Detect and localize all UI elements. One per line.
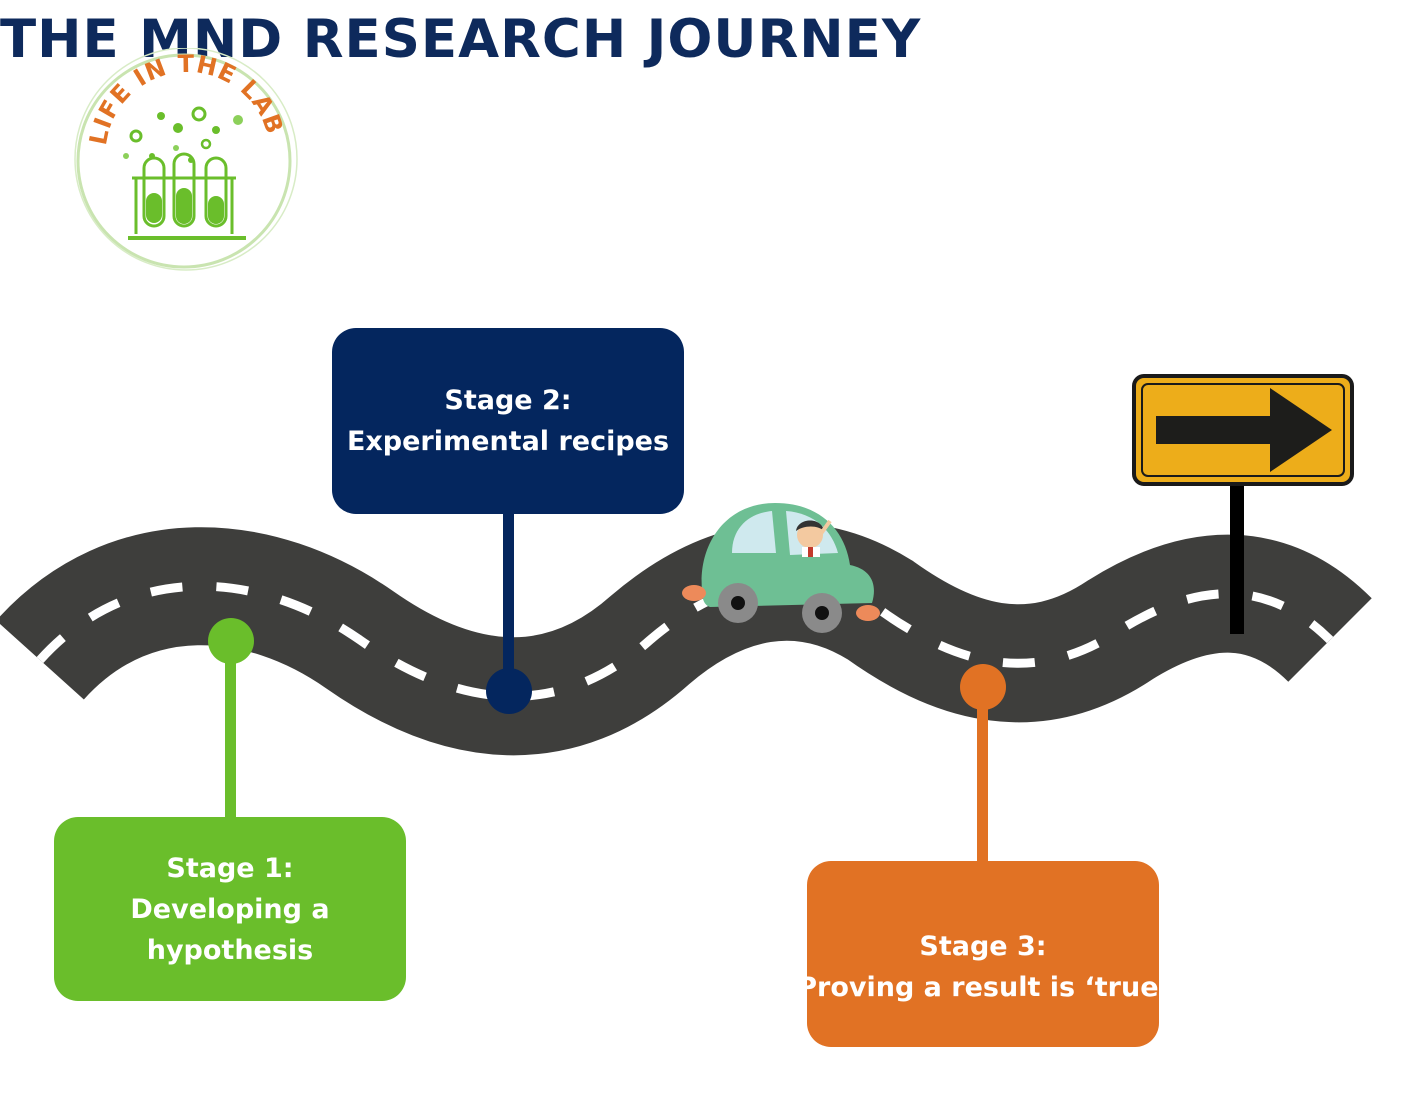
stage1-line-1: Developing a <box>130 893 330 925</box>
car-icon <box>682 503 880 633</box>
stage3-line-1: Proving a result is ‘true’ <box>797 972 1169 1003</box>
stage3-heading: Stage 3: <box>919 931 1047 962</box>
stage2-connector <box>503 510 514 690</box>
stage3-connector <box>977 686 988 864</box>
stage2-box: Stage 2: Experimental recipes <box>332 328 684 514</box>
stage1-heading: Stage 1: <box>166 852 294 884</box>
stage1-pin <box>208 618 254 664</box>
stage3-pin <box>960 664 1006 710</box>
stage2-heading: Stage 2: <box>444 385 572 416</box>
svg-text:LIFE IN THE LAB: LIFE IN THE LAB <box>84 50 289 147</box>
arrow-sign-icon <box>1132 374 1354 634</box>
logo-text: LIFE IN THE LAB <box>84 50 288 147</box>
lab-logo-icon: LIFE IN THE LAB <box>74 48 298 271</box>
stage2-pin <box>486 668 532 714</box>
stage2-line-1: Experimental recipes <box>346 426 670 457</box>
stage1-line-2: hypothesis <box>146 934 314 966</box>
stage1-box: Stage 1: Developing a hypothesis <box>54 817 406 1001</box>
stage3-box: Stage 3: Proving a result is ‘true’ <box>797 861 1169 1047</box>
scientist-icon <box>796 519 832 557</box>
stage1-connector <box>225 640 236 820</box>
